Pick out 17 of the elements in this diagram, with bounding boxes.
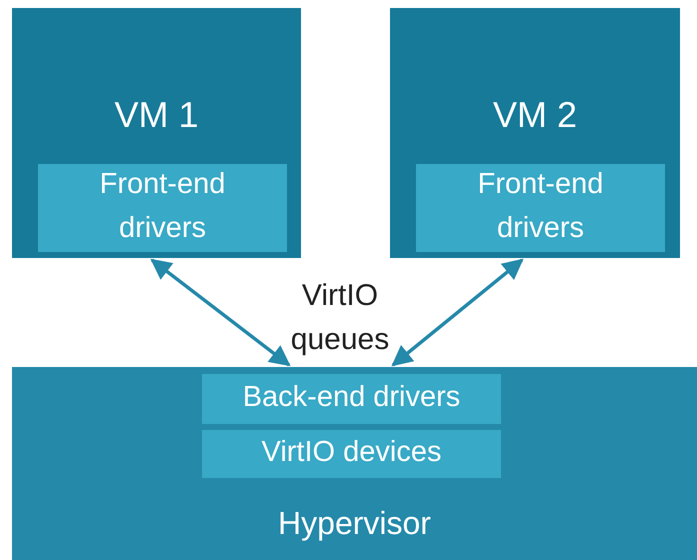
node-label: Hypervisor <box>277 504 432 543</box>
node-label: VM 2 <box>492 93 578 137</box>
node-label: Front-end drivers <box>98 167 226 246</box>
double-arrow <box>391 258 524 366</box>
double-arrow <box>150 258 291 366</box>
connector-label: VirtIO queues <box>290 278 390 358</box>
container-box <box>390 8 680 258</box>
node-label: Front-end drivers <box>476 167 604 246</box>
node-label: VM 1 <box>113 93 200 137</box>
container-box <box>12 8 301 258</box>
node-label: VirtIO devices <box>260 435 442 470</box>
driver-box <box>202 374 501 424</box>
driver-box <box>416 164 665 252</box>
node-label: Back-end drivers <box>242 380 462 415</box>
driver-box <box>38 164 287 252</box>
driver-box <box>202 430 501 478</box>
container-box <box>12 367 697 560</box>
